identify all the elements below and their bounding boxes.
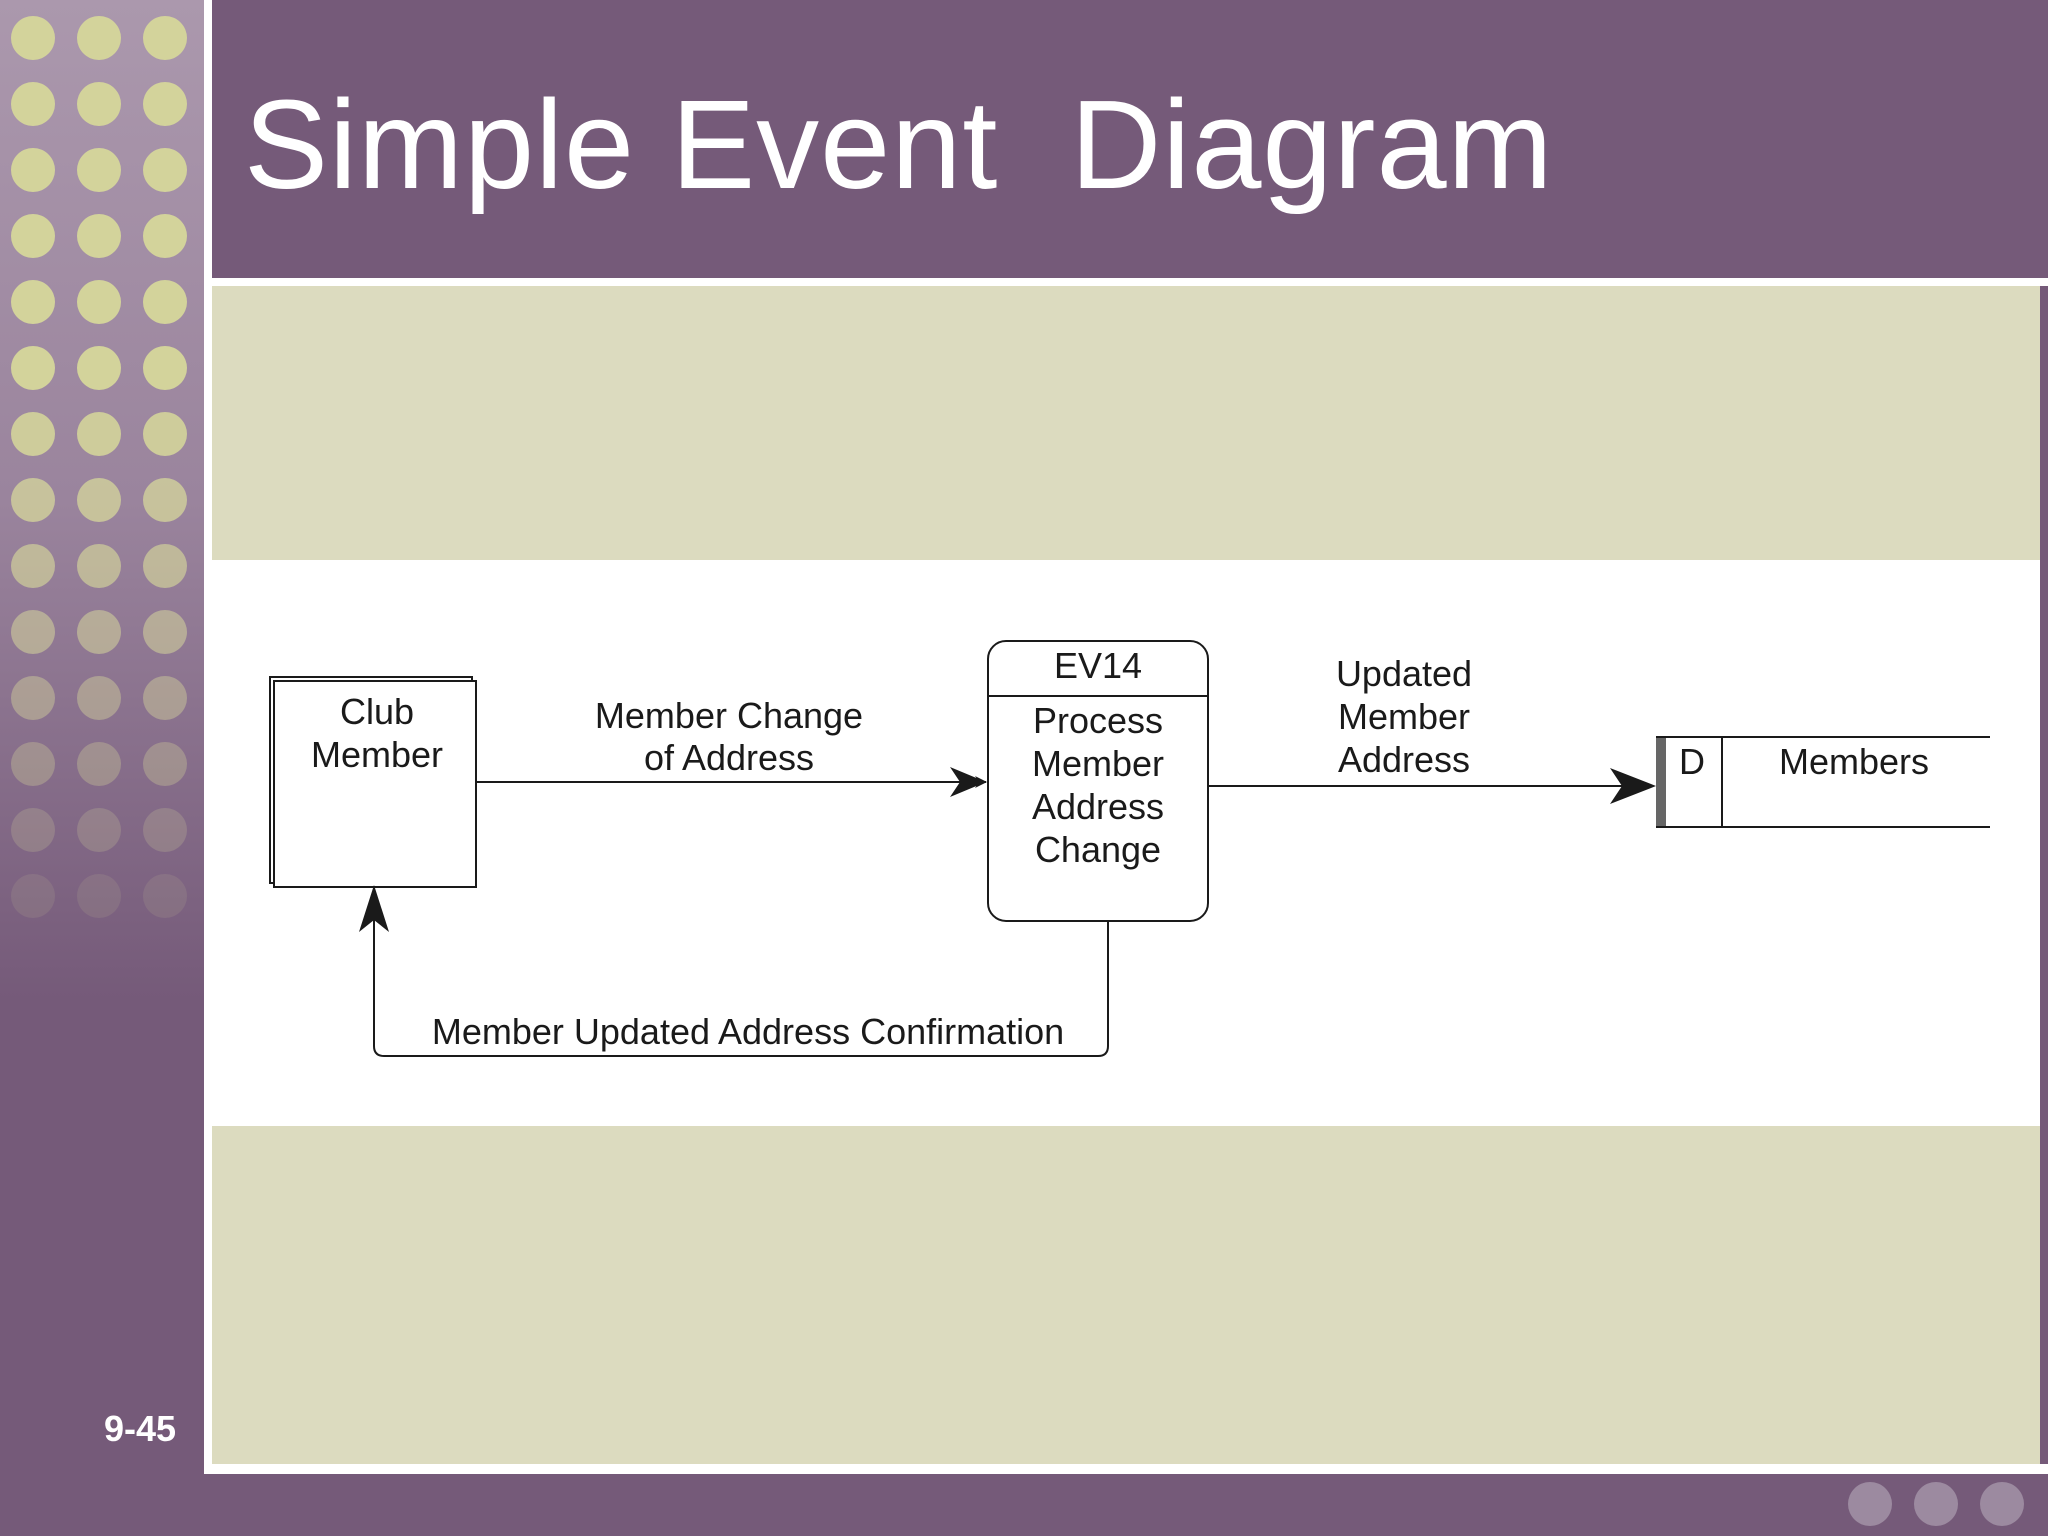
decor-dot [11, 412, 55, 456]
decor-dot [11, 874, 55, 918]
decor-dot [143, 478, 187, 522]
decor-dot [77, 280, 121, 324]
decor-dot [11, 544, 55, 588]
dot-pattern-decoration [11, 16, 187, 918]
decor-dot [143, 874, 187, 918]
process-label-line-2: Member [1032, 743, 1164, 784]
decor-dot [11, 280, 55, 324]
decor-dot [143, 742, 187, 786]
flow-member-change-of-address: Member Change of Address [476, 695, 987, 797]
flow-label-line-2: Member [1338, 696, 1470, 737]
data-store-name: Members [1779, 741, 1929, 782]
footer-band [0, 1474, 2048, 1536]
decor-dot [11, 808, 55, 852]
flow-updated-member-address: Updated Member Address [1208, 653, 1656, 804]
process-id: EV14 [1054, 645, 1142, 686]
decor-dot [1848, 1482, 1892, 1526]
slide-title: Simple Event Diagram [244, 74, 1554, 215]
decor-dot [11, 478, 55, 522]
decor-dot [143, 544, 187, 588]
decor-dot [1980, 1482, 2024, 1526]
event-diagram: Club Member Member Change of Address EV1… [212, 560, 2040, 1126]
entity-label-line-2: Member [311, 734, 443, 775]
decor-dot [77, 742, 121, 786]
decor-dot [143, 808, 187, 852]
flow-label-line-3: Address [1338, 739, 1470, 780]
decor-dot [143, 280, 187, 324]
decor-dot [77, 610, 121, 654]
decor-dot [1914, 1482, 1958, 1526]
title-band [212, 0, 2048, 278]
decor-dot [77, 82, 121, 126]
divider-horizontal [212, 278, 2048, 286]
external-entity-club-member: Club Member [269, 676, 477, 888]
decor-dot [77, 148, 121, 192]
decor-dot [77, 808, 121, 852]
decor-dot [11, 214, 55, 258]
decor-dot [143, 16, 187, 60]
process-label-line-4: Change [1035, 829, 1161, 870]
decor-dot [11, 346, 55, 390]
decor-dot [77, 544, 121, 588]
decor-dot [77, 676, 121, 720]
flow-label-line-2: of Address [644, 737, 814, 778]
decor-dot [11, 610, 55, 654]
entity-label-line-1: Club [340, 691, 414, 732]
data-store-members: D Members [1656, 736, 1990, 828]
divider-bottom [212, 1464, 2048, 1474]
decor-dot [77, 874, 121, 918]
diagram-canvas: Club Member Member Change of Address EV1… [269, 640, 1990, 1057]
decor-dot [11, 742, 55, 786]
decorative-sidebar [0, 0, 204, 1474]
corner-dot-decoration [1840, 1164, 2048, 1464]
flow-label: Member Updated Address Confirmation [432, 1011, 1064, 1052]
decor-dot [77, 346, 121, 390]
flow-label-line-1: Updated [1336, 653, 1472, 694]
process-ev14: EV14 Process Member Address Change [987, 640, 1209, 922]
decor-dot [143, 610, 187, 654]
decor-dot [143, 412, 187, 456]
decor-dot [77, 214, 121, 258]
decor-dot [77, 16, 121, 60]
decor-dot [143, 676, 187, 720]
decor-dot [77, 412, 121, 456]
flow-label-line-1: Member Change [595, 695, 863, 736]
decor-dot [11, 82, 55, 126]
decor-dot [11, 148, 55, 192]
decor-dot [143, 82, 187, 126]
divider-vertical [204, 0, 212, 1474]
decor-dot [11, 16, 55, 60]
process-label-line-1: Process [1033, 700, 1163, 741]
data-store-id: D [1679, 741, 1705, 782]
decor-dot [143, 214, 187, 258]
decor-dot [143, 346, 187, 390]
decor-dot [77, 478, 121, 522]
flow-member-updated-address-confirmation: Member Updated Address Confirmation [359, 885, 1109, 1057]
process-label-line-3: Address [1032, 786, 1164, 827]
decor-dot [11, 676, 55, 720]
slide-number: 9-45 [104, 1408, 177, 1449]
footer-dot-decoration [1848, 1482, 2024, 1526]
decor-dot [143, 148, 187, 192]
